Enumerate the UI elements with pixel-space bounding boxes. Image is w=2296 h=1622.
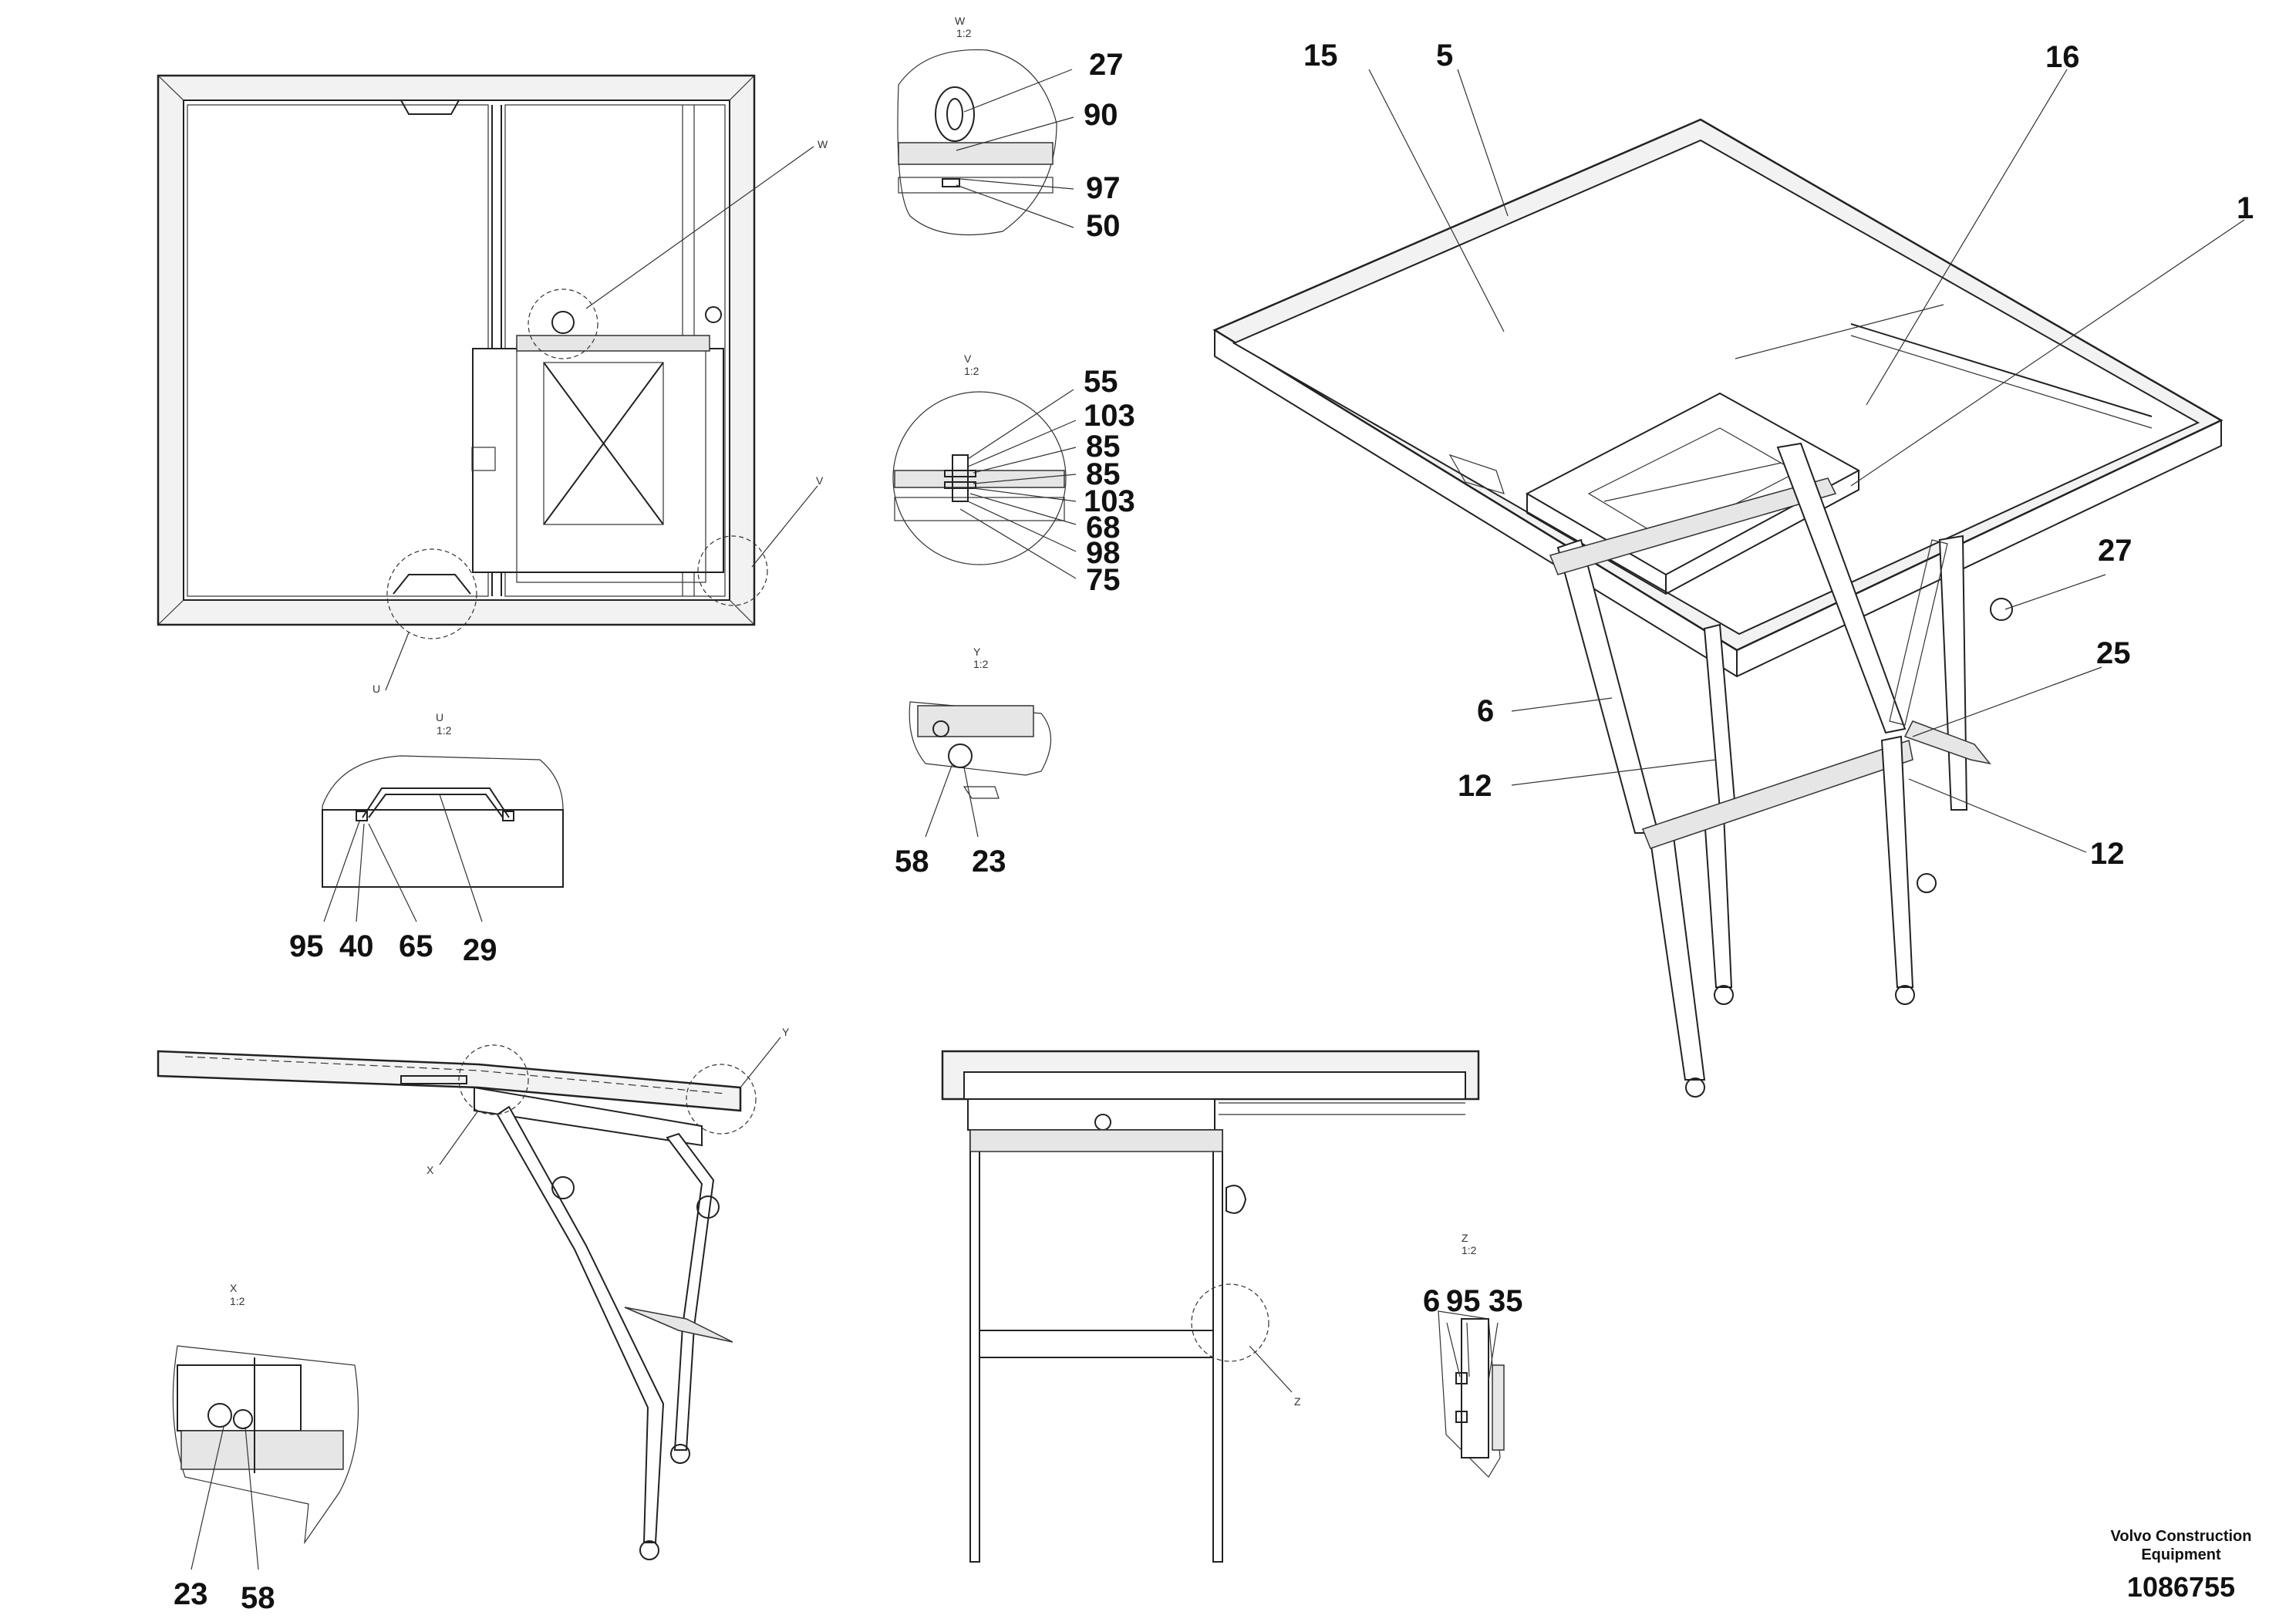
detail-y-scale: 1:2	[973, 658, 989, 670]
callout-z-6: 6	[1423, 1284, 1440, 1318]
side-view: X Y	[157, 1026, 790, 1560]
title-block: Volvo Construction Equipment 1086755	[2111, 1528, 2252, 1603]
detail-x: X 1:2 23 58	[172, 1282, 359, 1615]
callout-w-27: 27	[1089, 48, 1124, 82]
callout-x-58: 58	[241, 1581, 275, 1615]
callout-z-95: 95	[1446, 1284, 1481, 1318]
detail-z: Z 1:2 6 95 35	[1423, 1232, 1523, 1478]
callout-iso-6: 6	[1477, 694, 1494, 728]
view-marker-y: Y	[782, 1026, 790, 1038]
detail-v-title: V	[964, 352, 972, 365]
detail-x-title: X	[230, 1282, 238, 1294]
callout-iso-12b: 12	[2090, 837, 2125, 871]
callout-v-85a: 85	[1086, 430, 1121, 464]
callout-u-95: 95	[289, 929, 324, 963]
detail-v: V 1:2 55 103 85 85 103 68 98 75	[892, 352, 1135, 597]
callout-v-103b: 103	[1084, 484, 1135, 518]
callout-v-103a: 103	[1084, 399, 1135, 433]
callout-z-35: 35	[1489, 1284, 1523, 1318]
callout-w-97: 97	[1086, 171, 1121, 205]
callout-v-75: 75	[1086, 563, 1121, 597]
detail-z-scale: 1:2	[1462, 1244, 1477, 1256]
detail-u: U 1:2 95 40 65 29	[289, 711, 564, 967]
callout-y-58: 58	[895, 845, 929, 878]
callout-iso-12a: 12	[1458, 769, 1492, 803]
view-marker-z: Z	[1294, 1395, 1301, 1408]
detail-v-scale: 1:2	[964, 365, 979, 377]
detail-z-title: Z	[1462, 1232, 1468, 1244]
view-marker-v: V	[816, 474, 824, 487]
callout-v-98: 98	[1086, 536, 1121, 570]
detail-u-title: U	[436, 711, 443, 723]
view-marker-u: U	[373, 683, 380, 695]
callout-iso-27: 27	[2098, 534, 2132, 568]
callout-v-85b: 85	[1086, 457, 1121, 491]
callout-iso-1: 1	[2237, 191, 2254, 225]
callout-u-29: 29	[463, 933, 497, 967]
company-line-1: Volvo Construction	[2111, 1528, 2252, 1545]
view-marker-x: X	[426, 1164, 434, 1176]
detail-w: W 1:2 27 90 97 50	[897, 15, 1124, 243]
detail-x-scale: 1:2	[230, 1295, 245, 1307]
front-view: Z	[941, 1050, 1480, 1563]
callout-iso-25: 25	[2096, 636, 2131, 670]
callout-y-23: 23	[972, 845, 1006, 878]
detail-y: Y 1:2 58 23	[895, 646, 1052, 878]
doc-number: 1086755	[2127, 1571, 2235, 1603]
callout-v-68: 68	[1086, 511, 1121, 545]
callout-u-65: 65	[399, 929, 433, 963]
view-marker-w: W	[818, 138, 828, 150]
company-line-2: Equipment	[2141, 1546, 2221, 1563]
detail-y-title: Y	[973, 646, 981, 658]
detail-w-title: W	[955, 15, 966, 27]
callout-x-23: 23	[174, 1577, 208, 1611]
detail-u-scale: 1:2	[437, 724, 452, 737]
isometric-view: 15 5 16 1 27 25 6 12 12	[1212, 39, 2254, 1098]
callout-iso-15: 15	[1303, 39, 1338, 73]
callout-iso-16: 16	[2045, 40, 2080, 74]
detail-w-scale: 1:2	[956, 27, 972, 39]
top-view-hatch: W V U	[157, 74, 828, 695]
callout-iso-5: 5	[1436, 39, 1453, 73]
callout-w-50: 50	[1086, 209, 1121, 243]
callout-w-90: 90	[1084, 98, 1118, 132]
callout-v-55: 55	[1084, 365, 1118, 399]
callout-u-40: 40	[339, 929, 374, 963]
